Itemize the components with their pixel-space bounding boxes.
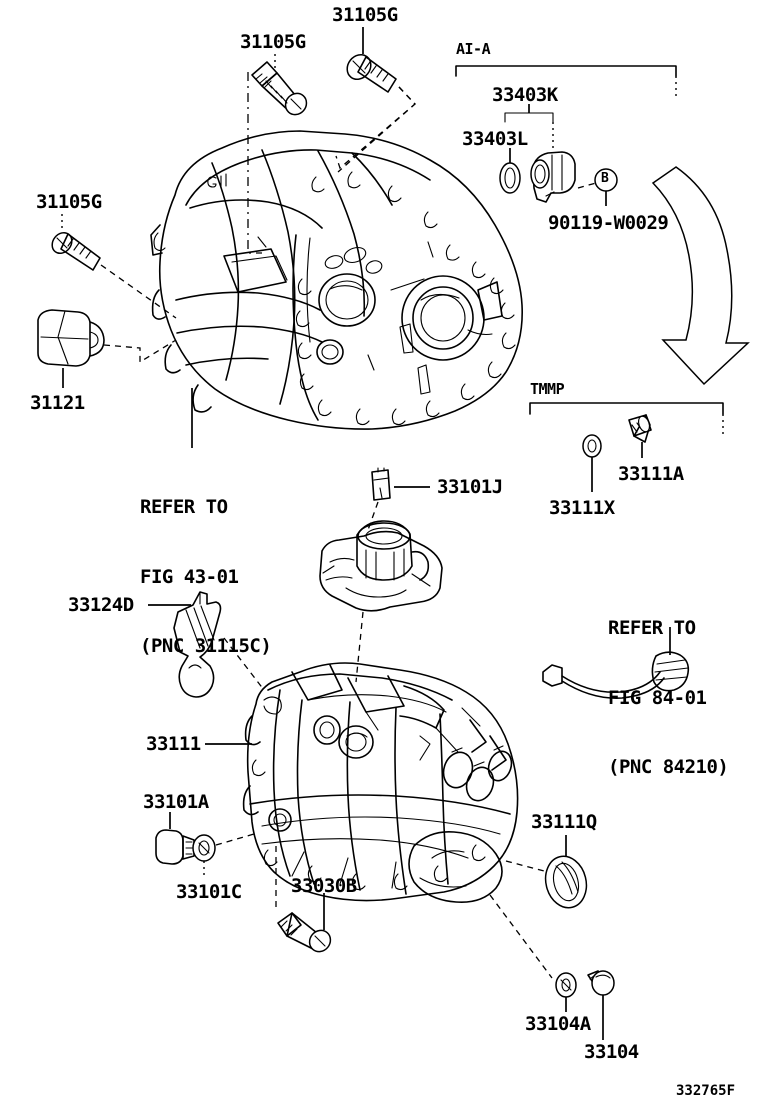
figure-code: 332765F [676, 1083, 736, 1099]
part-label-90119-w0029: 90119-W0029 [548, 212, 669, 234]
washer-33104a-icon [555, 972, 577, 998]
section-marker-tmmp: TMMP [530, 380, 565, 398]
part-label-33403k: 33403K [492, 84, 558, 106]
bracket-tmmp [529, 402, 724, 415]
transmission-case-33111-icon [242, 662, 519, 904]
washer-33101c-icon [192, 834, 216, 862]
part-label-33124d: 33124D [68, 594, 134, 616]
bolt-31105g-left-icon [51, 231, 101, 271]
pin-33101j-icon [371, 467, 391, 501]
part-label-33111q: 33111Q [531, 811, 597, 833]
part-label-33030b: 33030B [291, 875, 357, 897]
oring-33403l-icon [499, 162, 521, 194]
part-label-33111x: 33111X [549, 497, 615, 519]
sensor-33403k-icon [530, 151, 576, 203]
reference-note-line: FIG 43-01 [140, 565, 239, 588]
washer-33111x-icon [582, 434, 602, 458]
plug-31121-icon [37, 309, 105, 367]
part-label-33111: 33111 [146, 733, 201, 755]
part-label-31121: 31121 [30, 392, 85, 414]
part-label-33101a: 33101A [143, 791, 209, 813]
reference-note-line: REFER TO [608, 617, 696, 640]
part-label-33101c: 33101C [176, 881, 242, 903]
reference-note-line: REFER TO [140, 496, 228, 519]
bracket-ai-a [455, 65, 677, 77]
reference-note-line: (PNC 31115C) [140, 635, 272, 658]
seal-33111q-icon [544, 855, 588, 909]
bolt-33030b-icon [277, 912, 332, 953]
bolt-33111a-icon [628, 414, 652, 443]
part-label-33111a: 33111A [618, 463, 684, 485]
reference-note-line: (PNC 84210) [608, 756, 729, 779]
part-label-31105g-top: 31105G [332, 4, 398, 26]
callout-marker-b-label: B [601, 171, 609, 186]
rotation-arrow-icon [651, 166, 750, 386]
plug-33104-icon [587, 970, 615, 996]
clutch-housing-33111-upper-icon [150, 130, 523, 430]
select-lever-housing-icon [319, 520, 443, 612]
part-label-33104: 33104 [584, 1041, 639, 1063]
bolt-31105g-upper-left-icon [251, 61, 308, 116]
bolt-31105g-top-center-icon [346, 53, 397, 93]
part-label-33403l: 33403L [462, 128, 528, 150]
plug-33101a-icon [155, 829, 195, 865]
part-label-31105g-left: 31105G [36, 191, 102, 213]
section-marker-ai-a: AI-A [456, 40, 491, 58]
reference-note-line: FIG 84-01 [608, 686, 707, 709]
reference-note-fig-84-01: REFER TO FIG 84-01 (PNC 84210) [608, 571, 729, 826]
part-label-31105g-upper-left: 31105G [240, 31, 306, 53]
reference-note-fig-43-01: REFER TO FIG 43-01 (PNC 31115C) [140, 450, 272, 705]
part-label-33101j: 33101J [437, 476, 503, 498]
part-label-33104a: 33104A [525, 1013, 591, 1035]
